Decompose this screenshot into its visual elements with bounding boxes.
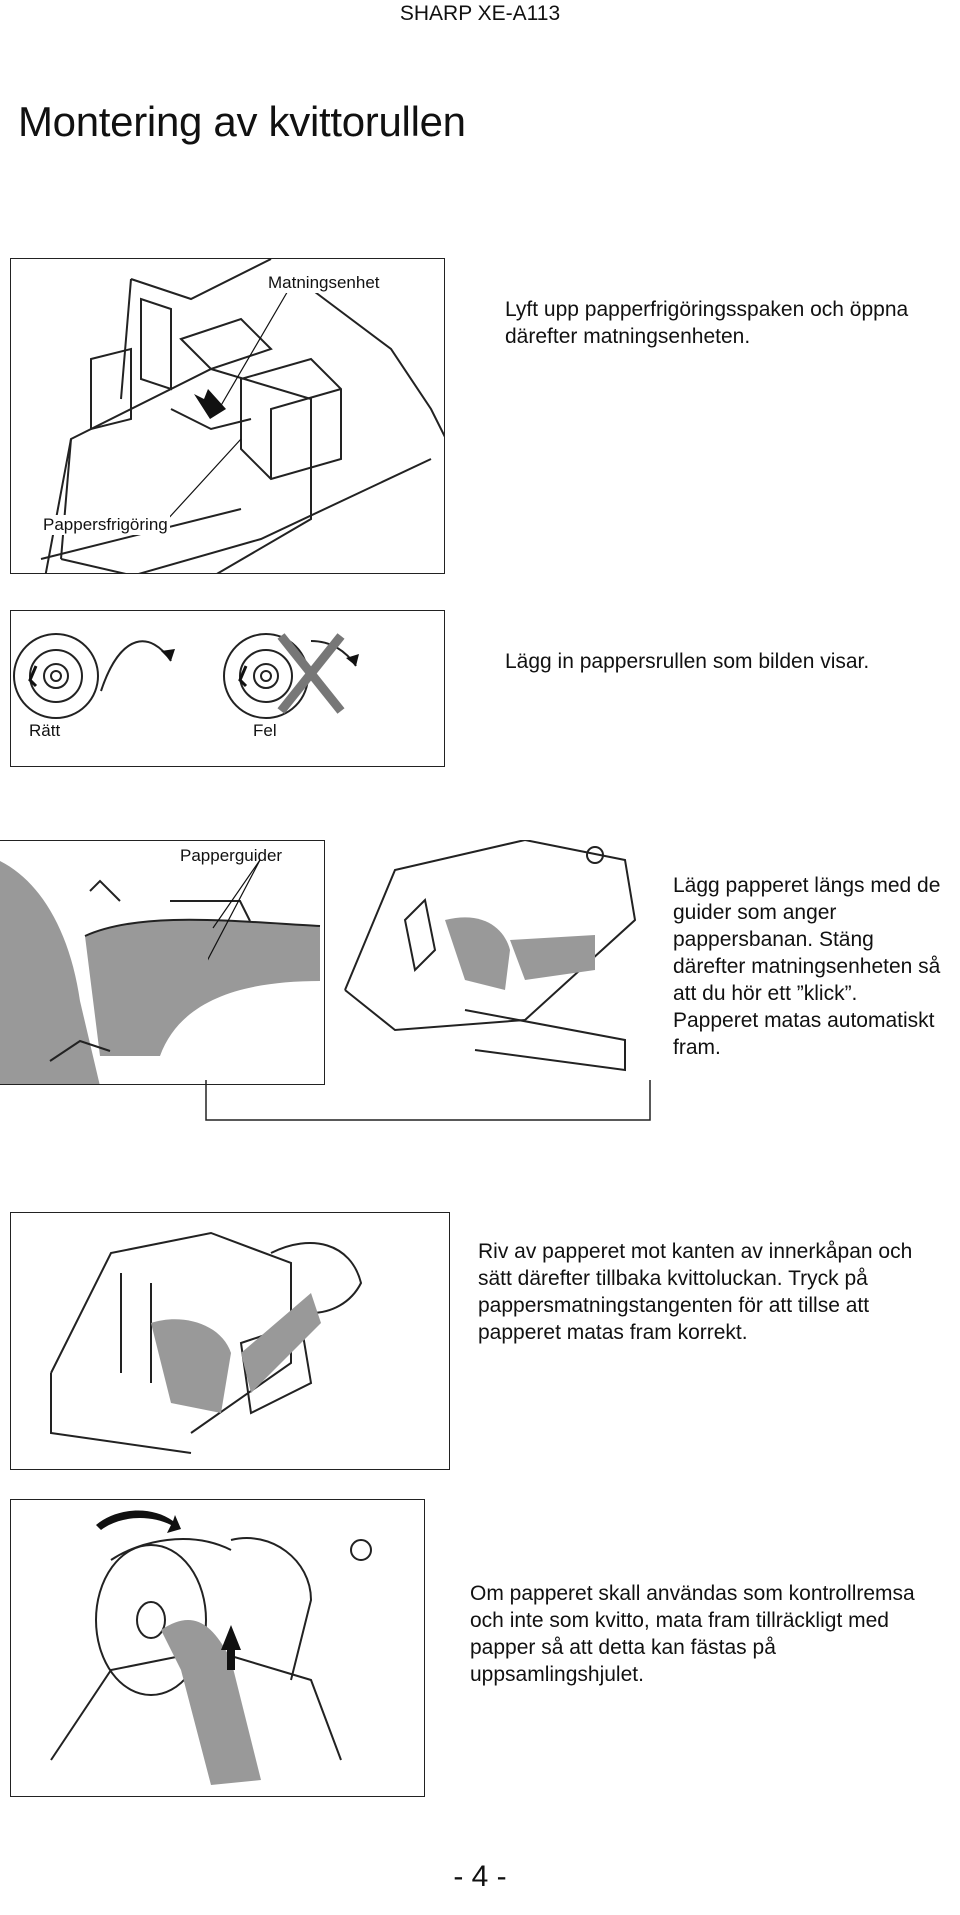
printer-paper-path-drawing (344, 840, 637, 1072)
step4-text: Riv av papperet mot kanten av innerkåpan… (478, 1240, 913, 1344)
step5-text: Om papperet skall användas som kontrollr… (470, 1582, 915, 1686)
guide-pointer-lines (208, 859, 261, 961)
label-correct: Rätt (27, 721, 63, 741)
step3-illustration-printer (325, 840, 647, 1120)
step1-illustration: Matningsenhet Pappersfrigöring (10, 258, 445, 574)
step4-illustration (10, 1212, 450, 1470)
step2-illustration: Rätt Fel (10, 610, 445, 767)
take-up-spool-drawing (50, 1510, 372, 1785)
step3-text: Lägg papperet längs med de guider som an… (673, 874, 941, 1059)
paper-roll-orientation-drawing (13, 633, 359, 719)
step2-text: Lägg in pappersrullen som bilden visar. (505, 650, 870, 673)
label-wrong: Fel (251, 721, 279, 741)
step3-illustration-closeup: Papperguider (0, 840, 325, 1085)
step1-text: Lyft upp papperfrigöringsspaken och öppn… (505, 298, 909, 348)
label-paper-guides: Papperguider (178, 846, 285, 866)
page-header: SHARP XE-A113 (399, 2, 561, 25)
printer-open-drawing (40, 259, 444, 573)
label-feed-unit: Matningsenhet (266, 273, 382, 293)
paper-guides-closeup-drawing (0, 861, 321, 1084)
page-title: Montering av kvittorullen (18, 98, 466, 145)
step5-illustration (10, 1499, 425, 1797)
page-number: - 4 - (453, 1860, 507, 1893)
step3-frame-lines (205, 1080, 651, 1121)
label-paper-release: Pappersfrigöring (41, 515, 170, 535)
tear-paper-drawing (50, 1231, 363, 1454)
